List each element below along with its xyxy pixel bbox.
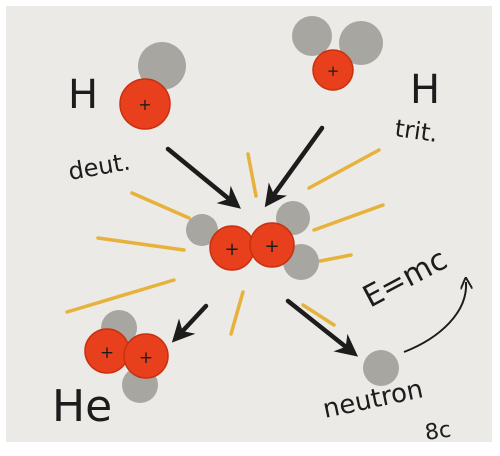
helium-nucleus: + + xyxy=(84,310,169,403)
energy-curve-arrow xyxy=(403,282,466,353)
proton-particle xyxy=(249,222,295,268)
proton-particle xyxy=(312,49,354,91)
neutron-particle xyxy=(292,16,332,56)
neutron-particle xyxy=(138,42,186,90)
proton-particle xyxy=(119,78,171,130)
fusion-nucleus: + + xyxy=(186,201,319,280)
proton-particle xyxy=(123,333,169,379)
energy-ray xyxy=(65,278,176,314)
deuterium-nucleus: + xyxy=(119,42,186,130)
neutron-particle xyxy=(186,214,218,246)
energy-ray xyxy=(229,290,245,336)
energy-ray xyxy=(130,191,191,220)
proton-charge-sign: + xyxy=(100,343,114,363)
tritium-nucleus: + xyxy=(292,16,383,91)
deuterium-arrow xyxy=(165,146,241,209)
proton-charge-sign: + xyxy=(327,62,340,80)
tritium-label: trit. xyxy=(393,114,439,148)
artist-signature: 8c xyxy=(423,418,452,446)
proton-charge-sign: + xyxy=(139,348,153,368)
proton-charge-sign: + xyxy=(138,95,151,114)
energy-rays xyxy=(65,148,385,336)
energy-ray xyxy=(312,203,385,232)
hydrogen-left-label: H xyxy=(68,72,98,118)
free-neutron xyxy=(363,350,399,386)
helium-label: He xyxy=(52,381,112,432)
paper-background xyxy=(6,6,492,442)
helium-arrow xyxy=(171,303,209,343)
neutron-particle xyxy=(339,21,383,65)
energy-ray xyxy=(301,303,336,327)
proton-charge-sign: + xyxy=(224,239,239,260)
tritium-arrow xyxy=(264,125,325,208)
energy-ray xyxy=(96,236,186,252)
reaction-arrows xyxy=(165,125,359,357)
proton-charge-sign: + xyxy=(264,236,279,257)
energy-ray xyxy=(246,152,258,198)
hydrogen-right-label: H xyxy=(410,67,440,113)
neutron-arrow xyxy=(285,298,359,357)
energy-ray xyxy=(307,148,381,190)
